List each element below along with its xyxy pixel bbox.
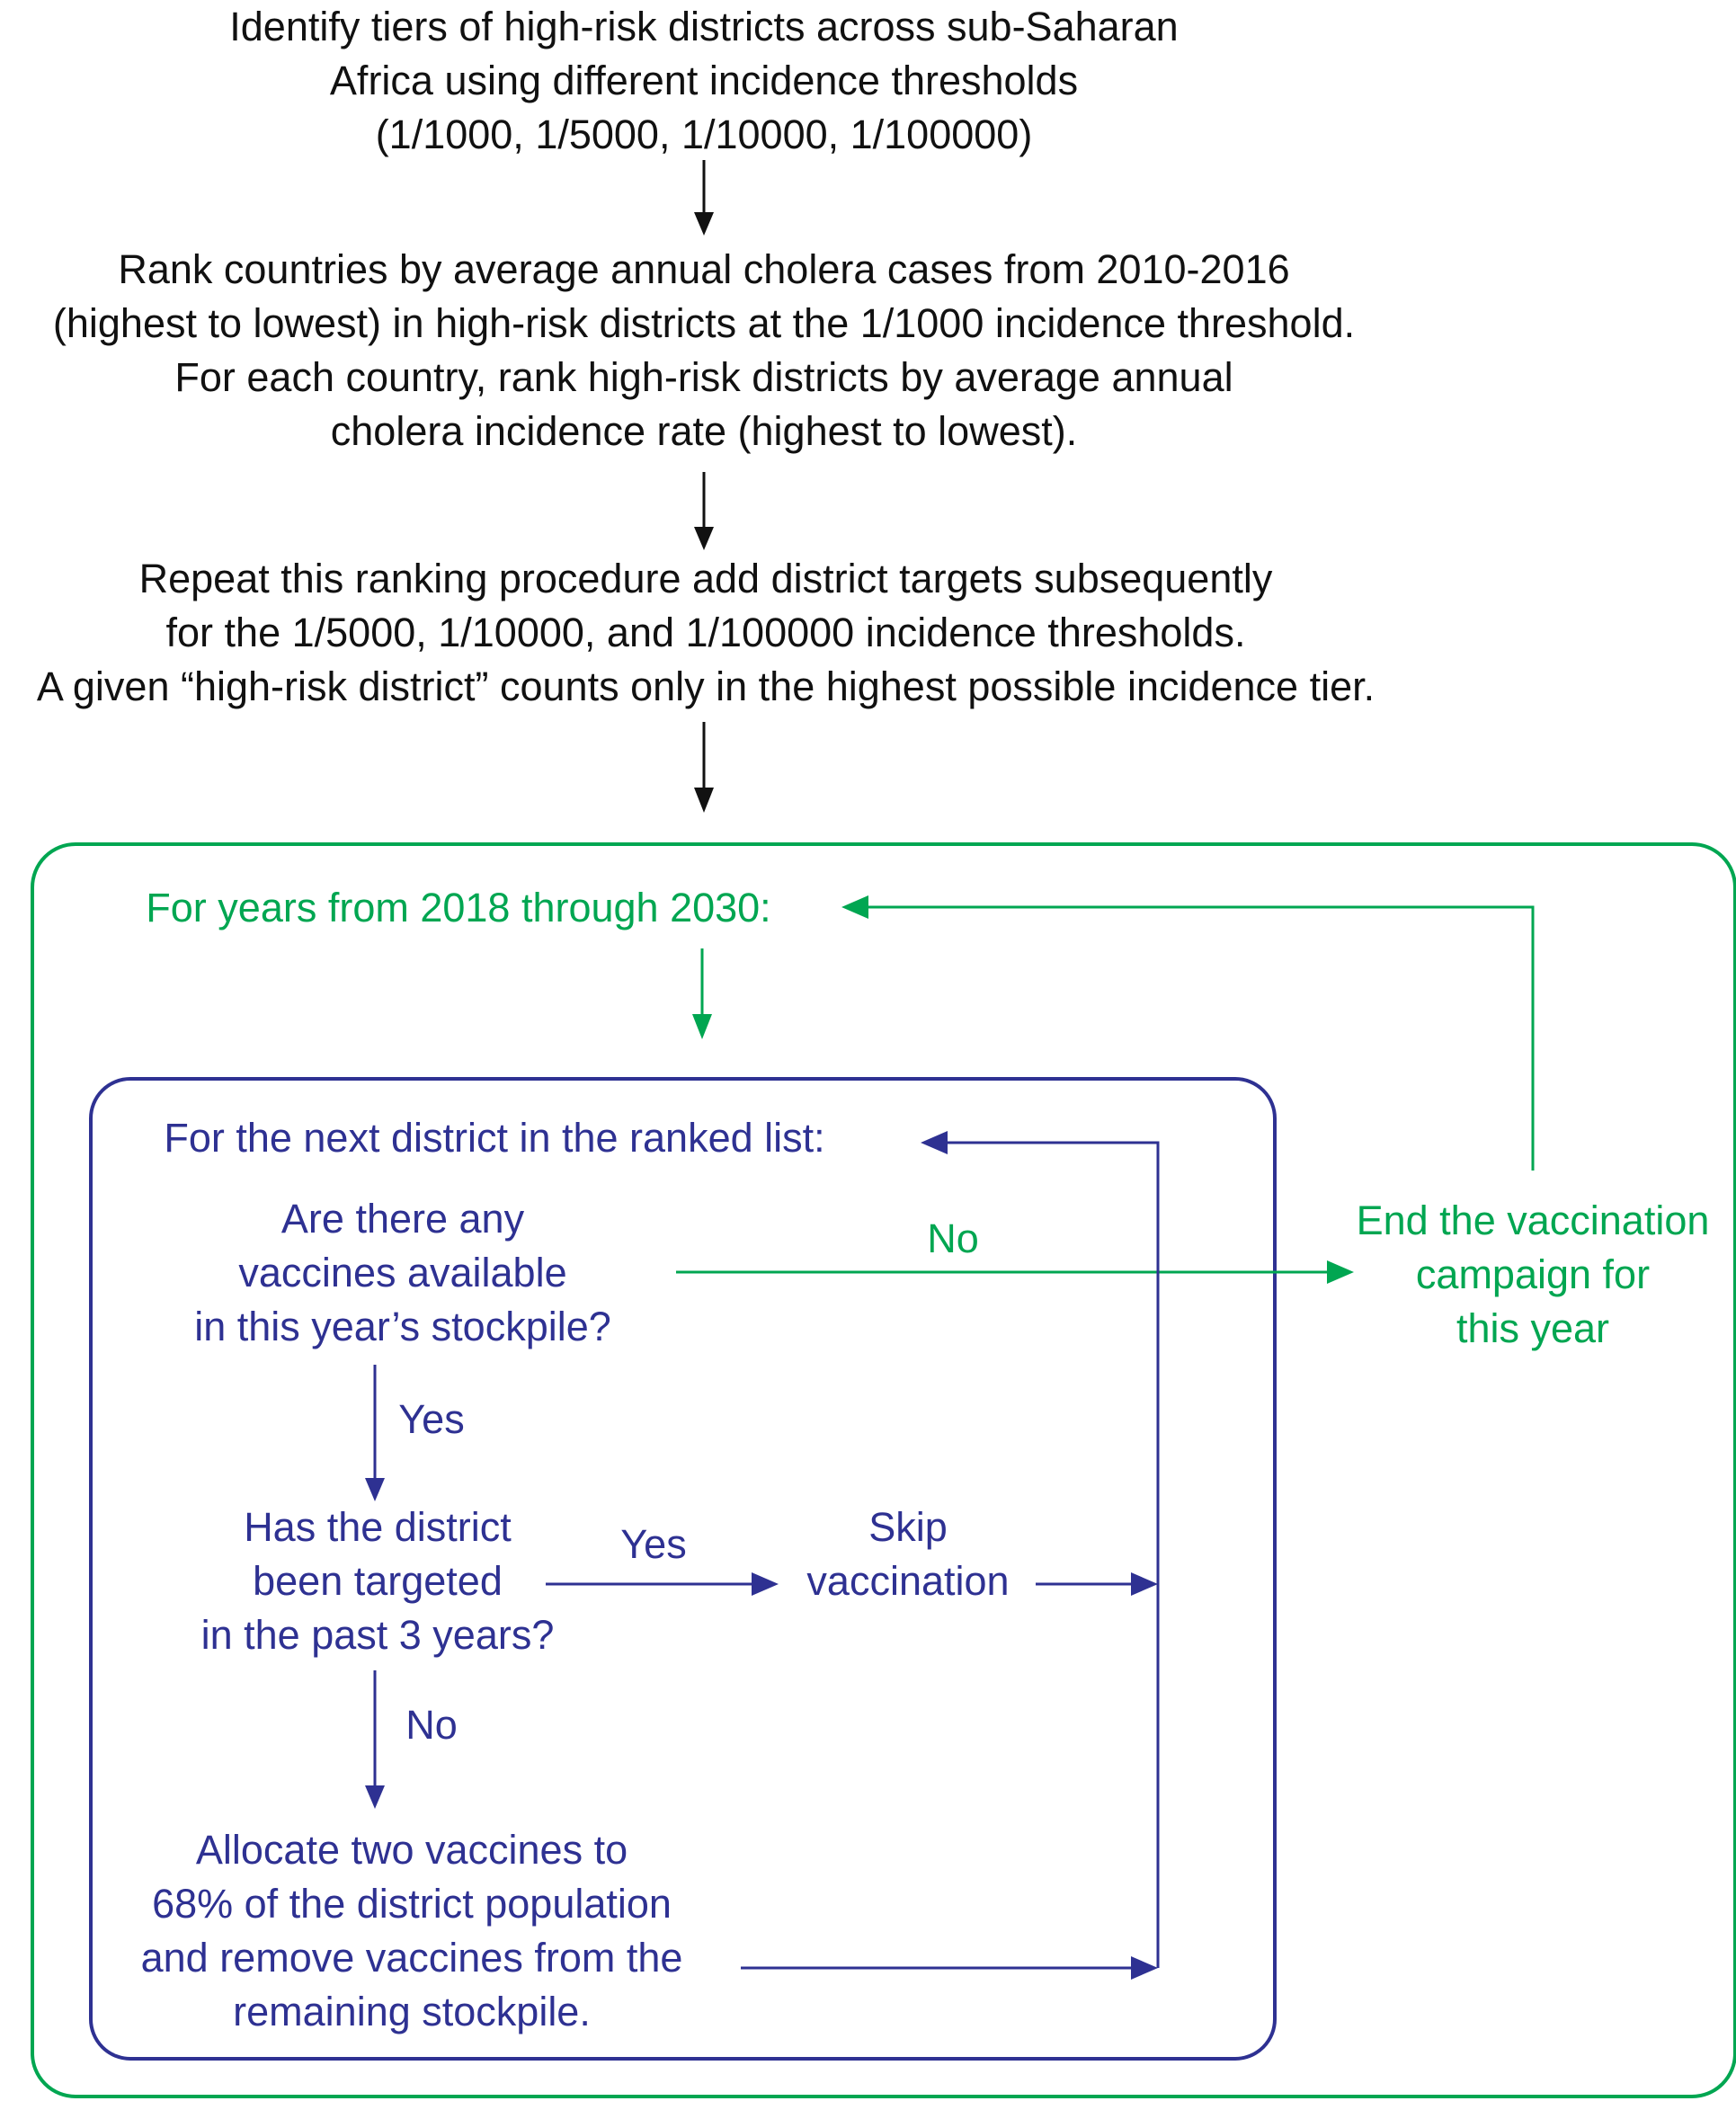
arrow-step2-to-step3 [694,472,714,550]
arrow-end-back-to-years [841,895,1535,1171]
step-text-line: Identify tiers of high-risk districts ac… [229,4,1179,49]
allocate-line: Allocate two vaccines to [195,1827,628,1873]
question-line: in this year’s stockpile? [194,1304,611,1349]
question-line: Are there any [280,1196,525,1242]
allocate-line: remaining stockpile. [233,1989,591,2034]
end-campaign-node: End the vaccination campaign for this ye… [1331,1194,1735,1356]
edge-label-no-vaccines: No [927,1215,979,1261]
arrow-yes-vaccines-to-targeted [365,1365,385,1501]
allocate-vaccines-node: Allocate two vaccines to 68% of the dist… [115,1823,708,2039]
end-campaign-line: End the vaccination [1356,1197,1710,1243]
edge-label-yes-vaccines: Yes [398,1396,465,1442]
step-text-line: (1/1000, 1/5000, 1/10000, 1/100000) [375,111,1033,157]
skip-vaccination-node: Skip vaccination [782,1500,1034,1608]
years-loop-header: For years from 2018 through 2030: [146,885,771,930]
arrow-return-to-next-district [921,1131,1160,1968]
arrow-yes-targeted-to-skip [546,1572,779,1596]
step-rank-countries: Rank countries by average annual cholera… [7,243,1401,458]
arrow-no-targeted-to-allocate [365,1670,385,1809]
step-text-line: Africa using different incidence thresho… [329,58,1079,103]
outer-loop-frame [31,842,1736,2098]
edge-label-no-targeted: No [405,1702,458,1748]
end-campaign-line: campaign for [1415,1251,1651,1297]
allocate-line: 68% of the district population [152,1881,672,1927]
question-line: vaccines available [238,1250,567,1295]
district-loop-header: For the next district in the ranked list… [164,1115,825,1161]
step-identify-tiers: Identify tiers of high-risk districts ac… [165,0,1243,162]
arrow-step3-to-loop [694,722,714,813]
allocate-line: and remove vaccines from the [140,1935,683,1981]
question-vaccines-available: Are there any vaccines available in this… [133,1192,672,1354]
step-text-line: Repeat this ranking procedure add distri… [138,556,1273,601]
skip-line: Skip [868,1504,948,1550]
step-text-line: For each country, rank high-risk distric… [174,354,1233,400]
step-text-line: cholera incidence rate (highest to lowes… [330,408,1078,454]
arrow-step1-to-step2 [694,160,714,236]
arrow-allocate-to-return [741,1956,1158,1980]
step-text-line: A given “high-risk district” counts only… [36,663,1375,709]
question-district-targeted: Has the district been targeted in the pa… [144,1500,611,1662]
step-text-line: Rank countries by average annual cholera… [118,246,1290,292]
step-repeat-ranking: Repeat this ranking procedure add distri… [0,552,1411,714]
edge-label-yes-targeted: Yes [620,1521,687,1567]
end-campaign-line: this year [1456,1305,1610,1351]
arrow-skip-to-return [1036,1572,1158,1596]
inner-loop-frame [89,1077,1277,2061]
arrow-years-to-district-loop [692,948,712,1039]
arrow-no-vaccines-to-end [676,1260,1354,1284]
skip-line: vaccination [806,1558,1010,1604]
step-text-line: (highest to lowest) in high-risk distric… [52,300,1356,346]
step-text-line: for the 1/5000, 1/10000, and 1/100000 in… [165,610,1246,655]
question-line: been targeted [253,1558,503,1604]
question-line: Has the district [244,1504,512,1550]
question-line: in the past 3 years? [200,1612,555,1658]
